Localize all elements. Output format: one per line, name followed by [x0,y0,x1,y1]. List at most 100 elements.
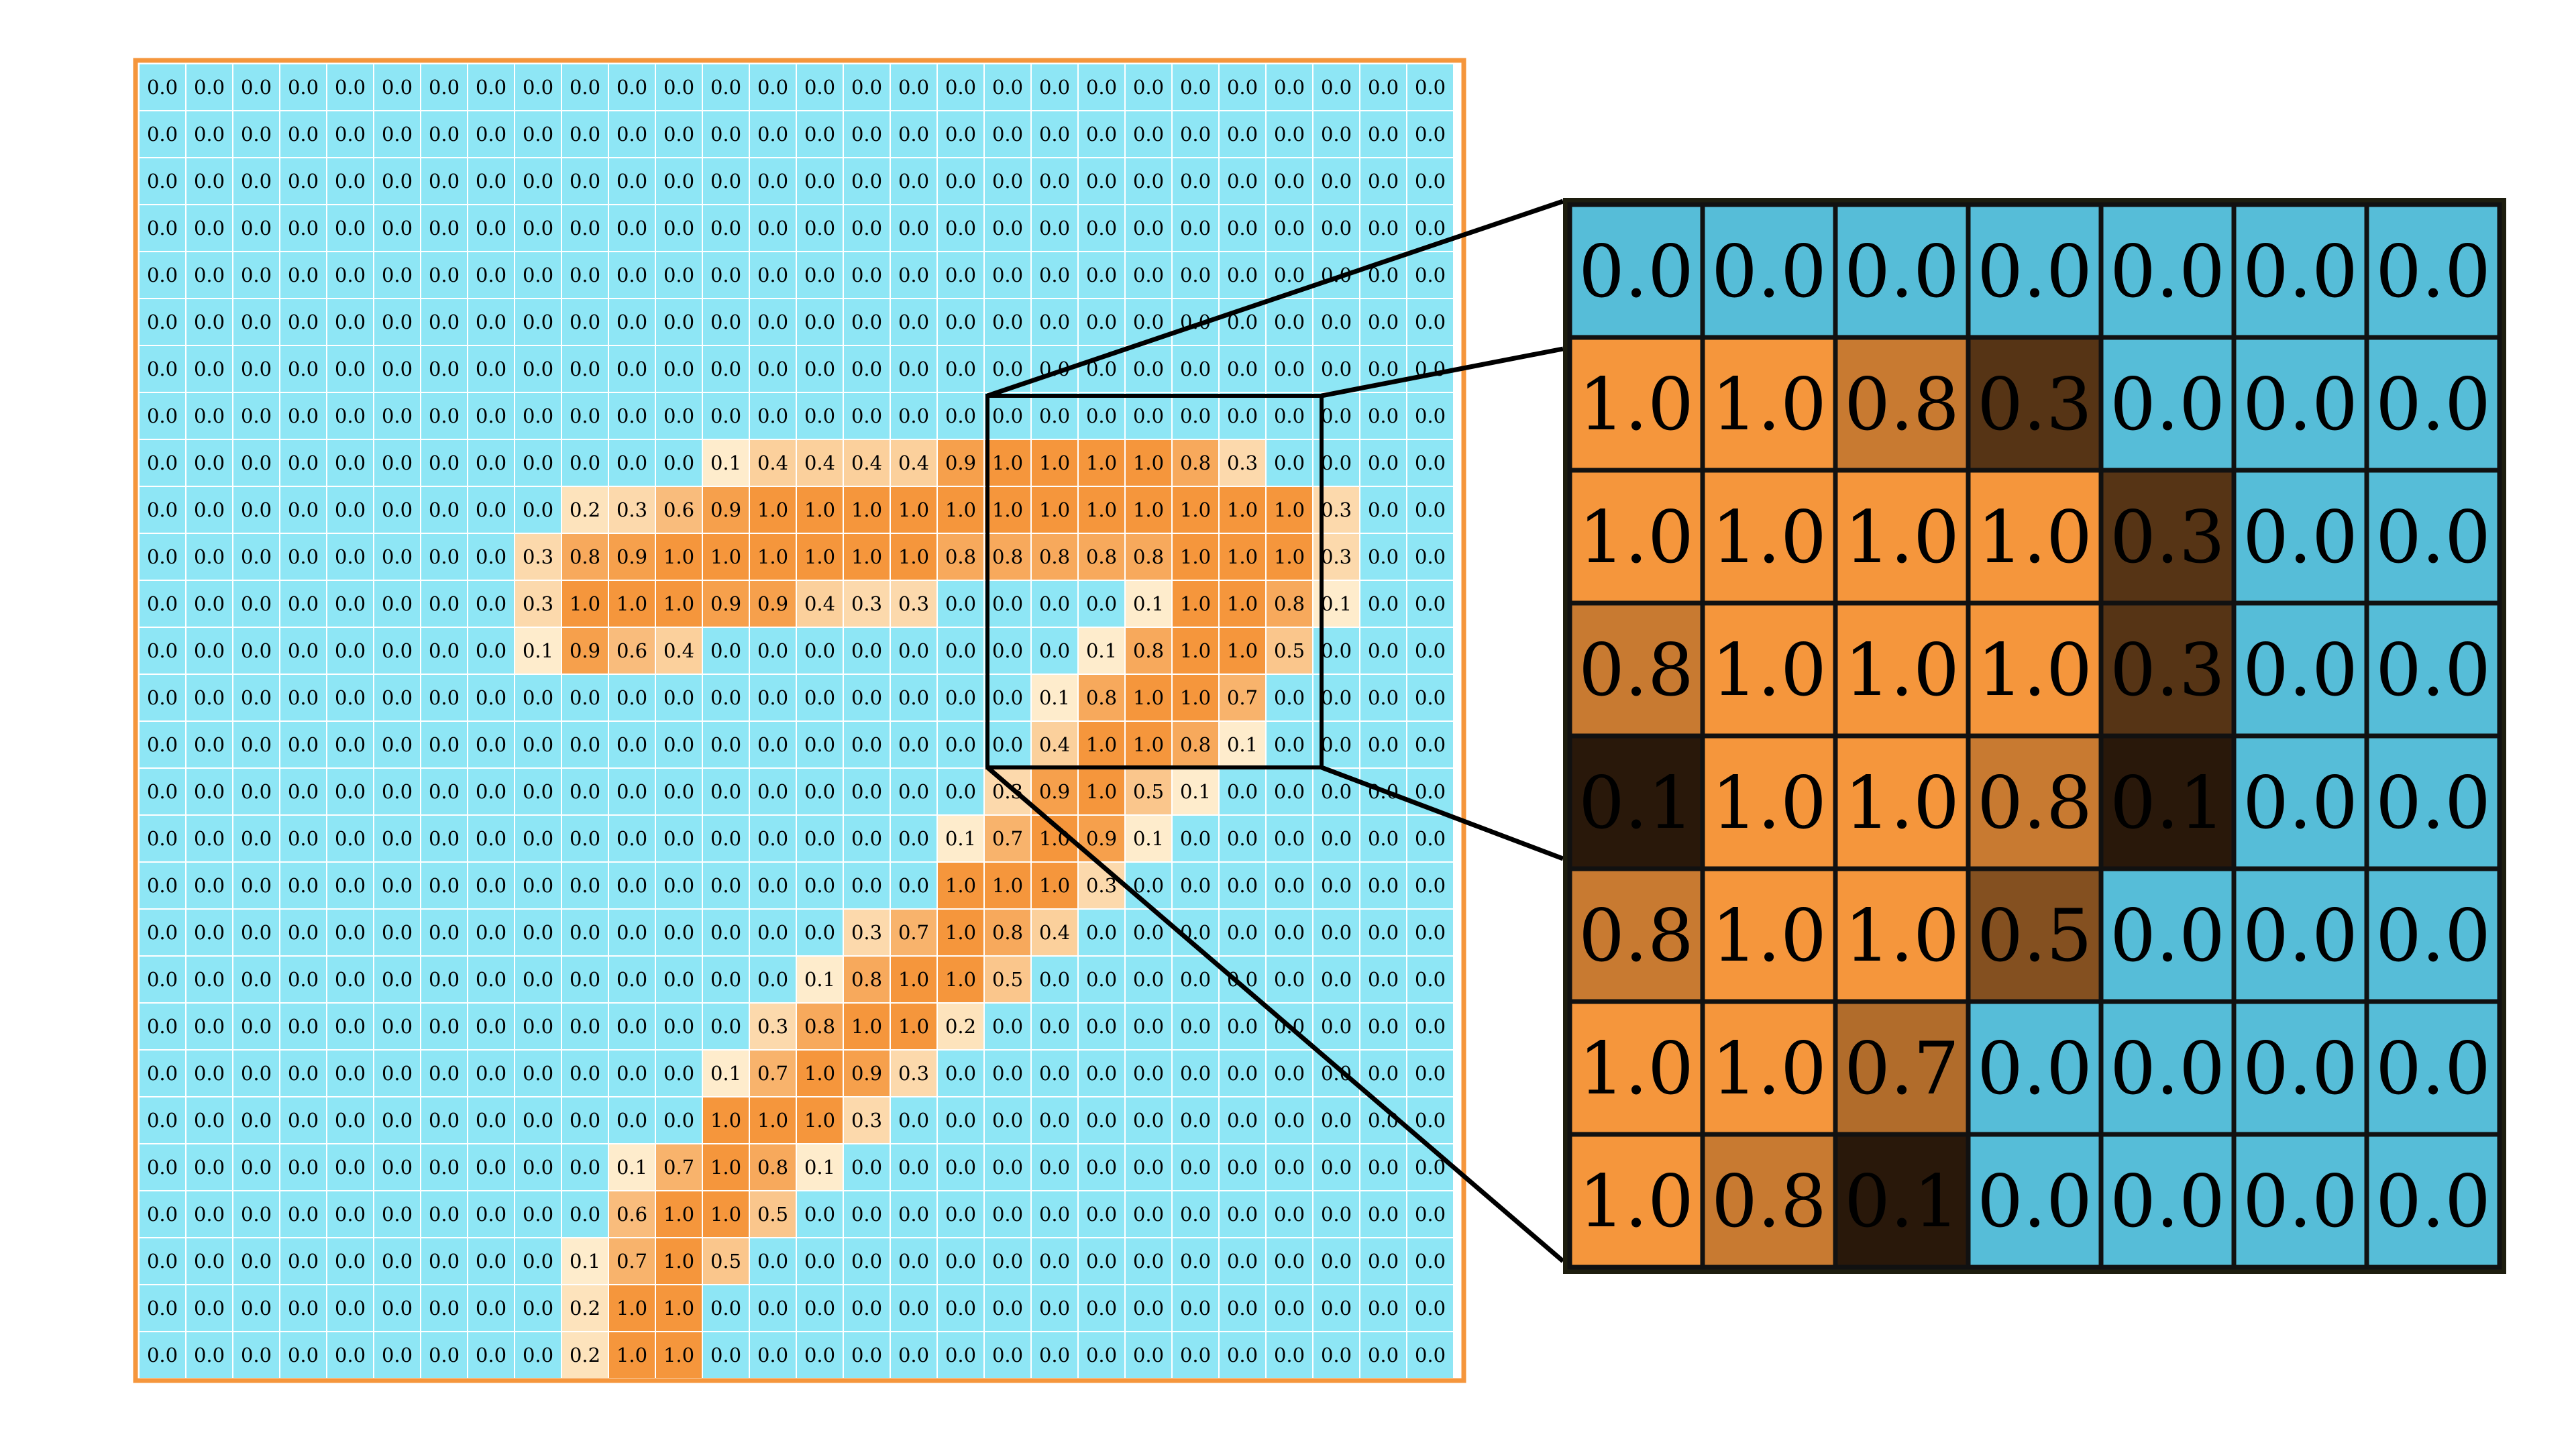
grid-cell-value: 1.0 [945,968,976,991]
grid-cell [1077,627,1126,675]
grid-cell-value: 0.0 [1274,1344,1305,1366]
grid-cell-value: 0.0 [851,1203,882,1226]
grid-cell-value: 0.0 [1321,405,1352,427]
grid-cell-value: 0.0 [523,780,553,803]
grid-cell-value: 0.0 [1274,76,1305,99]
grid-cell-value: 0.0 [523,451,553,474]
grid-cell-value: 0.0 [335,1062,366,1085]
zoom-cell [1833,1132,1971,1270]
zoom-cell [2098,600,2237,739]
grid-cell [936,1331,985,1379]
grid-cell [1406,157,1454,205]
grid-cell-value: 0.0 [757,686,788,709]
grid-cell-value: 0.0 [804,827,835,850]
grid-cell [561,1190,609,1238]
grid-cell [749,439,797,487]
grid-cell-value: 0.0 [147,686,178,709]
grid-cell-value: 0.1 [1039,686,1070,709]
grid-cell-value: 0.0 [1086,1015,1117,1038]
grid-cell-value: 0.0 [1368,1297,1399,1320]
grid-cell-value: 0.0 [476,217,506,239]
grid-cell [1218,674,1267,722]
grid-cell [373,63,421,111]
grid-cell-value: 0.1 [1227,733,1258,756]
grid-cell-value: 0.0 [147,921,178,944]
grid-cell-value: 0.0 [1368,592,1399,615]
grid-cell-value: 0.0 [1415,451,1446,474]
zoom-cell-value: 0.0 [2243,230,2358,314]
grid-cell-value: 0.0 [523,358,553,380]
grid-cell-value: 0.0 [241,968,272,991]
grid-cell-value: 0.0 [663,874,694,897]
grid-cell-value: 0.0 [1133,170,1164,193]
grid-cell [1265,110,1313,158]
grid-cell [232,486,280,534]
grid-cell-value: 0.0 [663,405,694,427]
grid-cell-value: 0.0 [945,733,976,756]
grid-cell-value: 0.0 [1227,1250,1258,1273]
grid-cell [467,110,515,158]
grid-cell [1171,627,1220,675]
grid-cell [702,1190,750,1238]
grid-cell-value: 0.0 [194,451,225,474]
grid-cell [983,439,1032,487]
grid-cell [702,157,750,205]
grid-cell-value: 0.0 [1415,1015,1446,1038]
grid-cell-value: 1.0 [757,545,788,568]
grid-cell [514,298,562,346]
zoom-cell [1700,733,1838,871]
grid-cell-value: 0.0 [476,1344,506,1366]
grid-cell-value: 0.0 [1133,217,1164,239]
grid-cell-value: 0.0 [335,921,366,944]
grid-cell-value: 0.0 [288,921,319,944]
grid-cell [326,580,374,628]
grid-cell-value: 0.0 [1415,1062,1446,1085]
grid-cell [1030,392,1079,440]
grid-cell-value: 0.0 [147,498,178,521]
zoom-cell [2364,468,2502,606]
grid-cell-value: 0.0 [851,217,882,239]
grid-cell [1124,580,1173,628]
grid-cell [373,392,421,440]
grid-cell-value: 0.0 [898,123,929,146]
grid-cell-value: 0.0 [335,639,366,662]
grid-cell [1218,1237,1267,1285]
grid-cell-value: 0.0 [1227,170,1258,193]
grid-cell-value: 0.0 [382,1109,413,1132]
grid-cell-value: 0.0 [1415,545,1446,568]
grid-cell-value: 0.0 [1415,123,1446,146]
grid-cell [420,861,468,910]
grid-cell [420,1096,468,1144]
grid-cell-value: 0.0 [382,405,413,427]
grid-cell-value: 0.0 [992,1062,1023,1085]
grid-cell [749,157,797,205]
zoom-cell-value: 0.3 [2110,496,2225,580]
grid-cell [561,580,609,628]
grid-cell-value: 0.0 [757,968,788,991]
grid-cell-value: 0.0 [1368,921,1399,944]
grid-cell-value: 0.0 [429,264,460,286]
zoom-cell-value: 0.7 [1844,1027,1960,1111]
grid-cell-value: 0.0 [804,217,835,239]
grid-cell [655,1190,703,1238]
grid-cell [936,1284,985,1332]
grid-cell-value: 0.0 [1415,76,1446,99]
grid-cell-value: 0.0 [945,311,976,333]
grid-cell-value: 0.0 [1321,1109,1352,1132]
grid-cell [1171,204,1220,252]
grid-cell-value: 0.0 [241,592,272,615]
grid-cell-value: 0.0 [570,1062,600,1085]
grid-cell-value: 0.0 [1180,264,1211,286]
grid-cell [373,298,421,346]
grid-cell-value: 0.0 [898,405,929,427]
grid-cell-value: 0.0 [288,1015,319,1038]
grid-cell-value: 0.0 [663,733,694,756]
grid-cell [1218,861,1267,910]
grid-cell-value: 0.0 [194,1156,225,1179]
grid-cell-value: 0.8 [992,921,1023,944]
grid-cell-value: 0.0 [992,311,1023,333]
grid-cell-value: 0.0 [898,264,929,286]
grid-cell-value: 0.0 [429,498,460,521]
grid-cell-value: 0.8 [945,545,976,568]
